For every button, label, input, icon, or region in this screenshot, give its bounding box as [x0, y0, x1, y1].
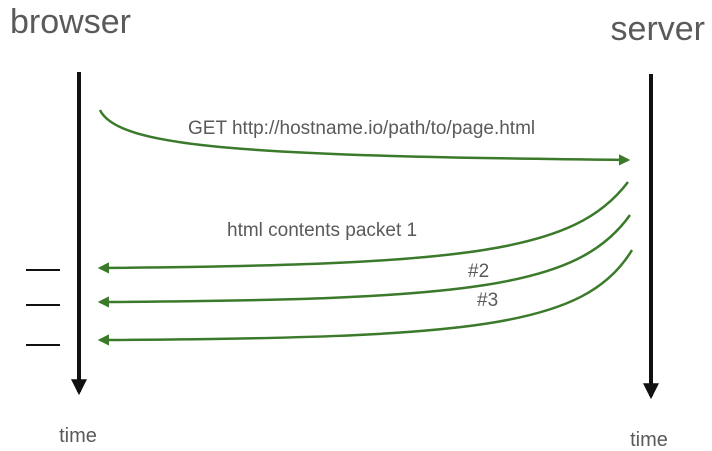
packet-1-label: html contents packet 1	[227, 220, 417, 241]
packet-3-label: #3	[477, 290, 498, 311]
packet-2-arrow	[97, 214, 632, 308]
packet-1-arrow	[97, 181, 629, 274]
browser-time-label: time	[59, 425, 97, 447]
server-title: server	[611, 10, 705, 48]
packet-2-label: #2	[468, 261, 489, 282]
request-arrow	[98, 109, 631, 166]
server-time-label: time	[630, 429, 668, 451]
request-label: GET http://hostname.io/path/to/page.html	[188, 118, 535, 139]
browser-title: browser	[10, 3, 131, 41]
packet-3-arrow	[97, 249, 634, 346]
